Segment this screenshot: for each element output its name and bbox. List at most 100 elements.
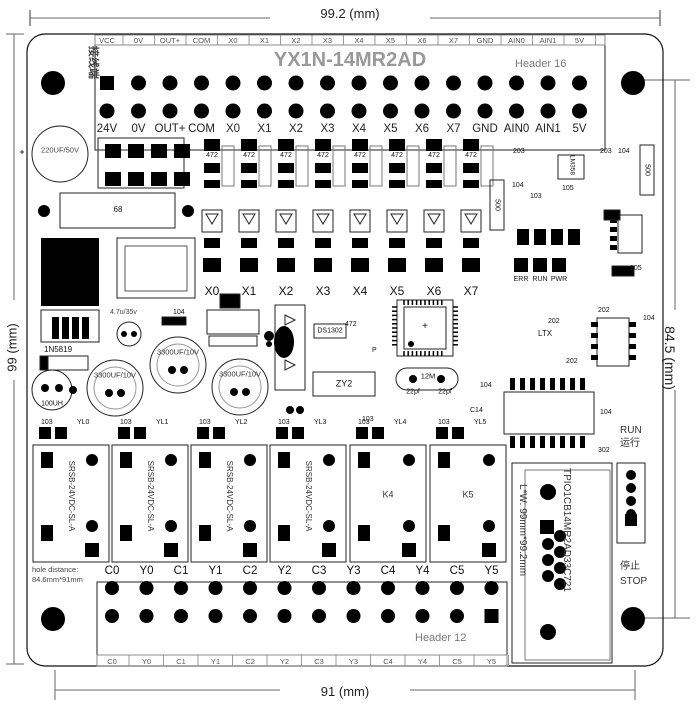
top-terminal-label: OUT+ bbox=[154, 123, 186, 135]
regulator-pin bbox=[82, 317, 89, 339]
serial-pin-right bbox=[554, 562, 566, 574]
fuse-block bbox=[97, 137, 185, 189]
top-terminal-pin-lower bbox=[446, 103, 461, 119]
relay-led-pad bbox=[292, 427, 304, 439]
input-led-pad bbox=[463, 238, 479, 248]
input-channel-label: X3 bbox=[315, 284, 331, 298]
bottom-terminal-pin-lower bbox=[277, 609, 292, 623]
smd-pad bbox=[517, 229, 529, 245]
input-resistor-pad-c bbox=[426, 180, 442, 188]
input-led-pad bbox=[278, 238, 294, 248]
input-resistor-pad-b bbox=[315, 163, 331, 173]
relay-driver-pin-top bbox=[560, 378, 565, 390]
res-104-pad bbox=[161, 316, 187, 326]
relay-pad-top bbox=[358, 452, 370, 468]
ds1302-label: DS1302 bbox=[317, 327, 343, 335]
bottom-silk-label: C1 bbox=[176, 657, 186, 666]
relay-driver-pin-bottom bbox=[520, 436, 525, 448]
reg-ic-pin bbox=[610, 236, 617, 241]
input-resistor-frame bbox=[258, 145, 272, 187]
via-pad bbox=[266, 341, 272, 347]
optocoupler-body bbox=[275, 209, 297, 233]
cap-pad bbox=[121, 331, 127, 337]
res-pad bbox=[603, 209, 621, 221]
hole-distance-value: 84.6mm*91mm bbox=[32, 575, 83, 584]
top-silk-label: X1 bbox=[259, 35, 270, 45]
mcu-center-mark: + bbox=[422, 321, 428, 332]
relay-res-label: 103 bbox=[199, 419, 211, 426]
top-terminal-pin-upper bbox=[477, 75, 493, 91]
eeprom-pin bbox=[591, 355, 598, 360]
top-terminal-label: X3 bbox=[320, 123, 335, 135]
capacitor-220uf-label: 220UF/50V bbox=[41, 145, 79, 155]
relay-driver-pin-top bbox=[550, 378, 555, 390]
top-silk-label: VCC bbox=[99, 35, 115, 45]
relay-led-pad bbox=[118, 427, 130, 439]
crystal-label: 12M bbox=[420, 371, 436, 381]
switch-pin bbox=[626, 470, 636, 480]
top-width-dimension: 99.2 (mm) bbox=[320, 6, 380, 21]
serial-pin-right bbox=[554, 546, 566, 558]
top-terminal-pin-upper bbox=[257, 75, 272, 91]
bottom-terminal-label: C2 bbox=[242, 565, 258, 577]
input-resistor-pad-c bbox=[315, 180, 331, 188]
eeprom-pin bbox=[591, 322, 598, 327]
input-resistor-label: 472 bbox=[428, 152, 440, 159]
input-led-pad bbox=[241, 238, 257, 248]
capacitor-3300uf-3-inner bbox=[218, 365, 262, 409]
relay-pin-mid bbox=[483, 520, 495, 532]
serial-pin-square bbox=[540, 520, 554, 534]
optocoupler-diode-symbol bbox=[316, 213, 330, 225]
bottom-silk-label: Y4 bbox=[417, 657, 428, 666]
bottom-terminal-pin-upper bbox=[208, 581, 223, 595]
relay-driver-pin-bottom bbox=[550, 436, 555, 448]
top-silk-label: 0V bbox=[133, 35, 144, 45]
input-resistor-pad-b bbox=[389, 163, 405, 173]
output-led-label: YL5 bbox=[474, 419, 487, 426]
relay-driver-pin-bottom bbox=[580, 436, 585, 448]
diode-band bbox=[39, 355, 49, 371]
input-resistor-label: 472 bbox=[354, 152, 366, 159]
capacitor-3300uf-1-pad bbox=[105, 389, 113, 397]
capacitor-3300uf-1-label: 3300UF/10V bbox=[93, 370, 137, 380]
relay-pin-mid bbox=[86, 520, 98, 532]
eeprom-pin bbox=[629, 344, 636, 349]
relay-body bbox=[32, 444, 110, 563]
serial-pin-right bbox=[554, 530, 566, 542]
lm358-ic bbox=[557, 154, 585, 180]
input-cap-pad bbox=[351, 258, 369, 272]
top-silk-label: X5 bbox=[385, 35, 396, 45]
relay-led-pad bbox=[276, 427, 288, 439]
input-cap-pad bbox=[203, 258, 221, 272]
res-104-near-run: 104 bbox=[600, 409, 612, 416]
input-led-pad bbox=[389, 238, 405, 248]
diode-label: 1N5819 bbox=[44, 345, 73, 354]
relay-driver-pin-bottom bbox=[570, 436, 575, 448]
res-103-mid: 103 bbox=[362, 416, 374, 423]
relay-pin-top bbox=[323, 454, 335, 466]
switch-pin bbox=[626, 483, 636, 493]
inductor-label: 100UH bbox=[41, 400, 63, 408]
regulator-legs bbox=[208, 335, 258, 347]
opt-symbol bbox=[284, 314, 297, 326]
top-terminal-pin-lower bbox=[257, 103, 272, 119]
top-terminal-label: AIN1 bbox=[535, 123, 561, 135]
relay-driver-pin-bottom bbox=[530, 436, 535, 448]
bottom-terminal-label: Y4 bbox=[415, 565, 430, 577]
relay-pad-bottom bbox=[358, 525, 370, 541]
bottom-silk-label: Y2 bbox=[279, 657, 290, 666]
via-pad bbox=[264, 331, 274, 341]
top-silk-label: OUT+ bbox=[159, 35, 181, 45]
relay-body bbox=[190, 444, 268, 563]
optocoupler-diode-symbol bbox=[279, 213, 293, 225]
input-resistor-frame bbox=[406, 145, 420, 187]
relay-pin-top bbox=[483, 454, 495, 466]
relay-pin-mid bbox=[165, 520, 177, 532]
relay-res-label: 103 bbox=[120, 419, 132, 426]
regulator-tab bbox=[219, 293, 241, 309]
top-terminal-pin-upper bbox=[351, 75, 367, 91]
relay-pad-top bbox=[438, 452, 450, 468]
input-channel-label: X0 bbox=[204, 284, 220, 298]
bottom-terminal-label: Y2 bbox=[277, 565, 292, 577]
